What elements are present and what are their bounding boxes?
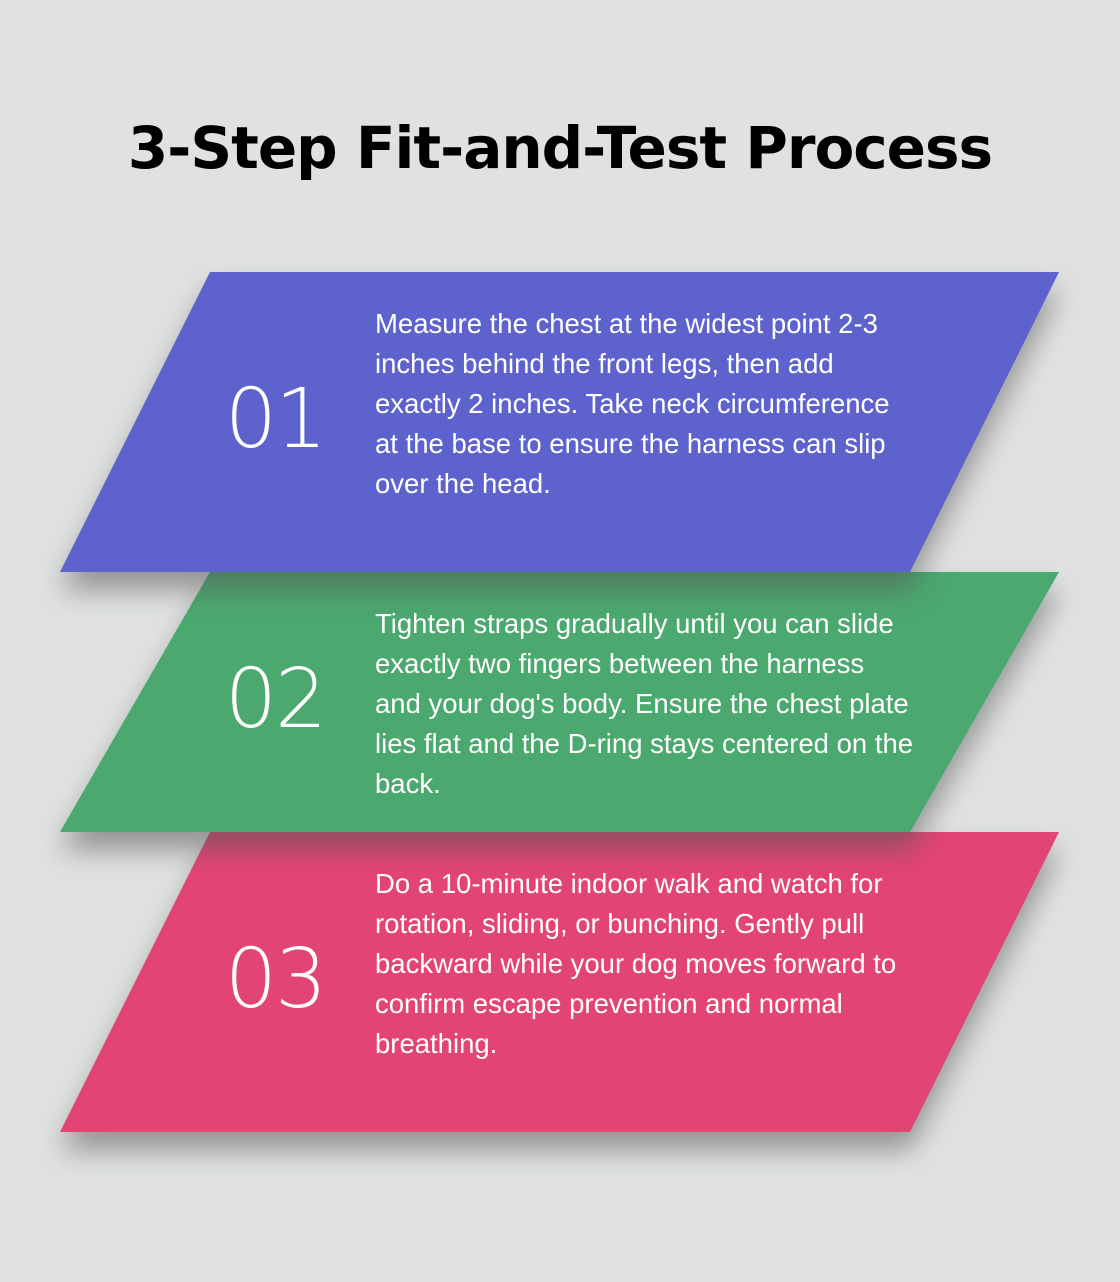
step-2-parallelogram — [60, 572, 1059, 832]
step-3-parallelogram — [60, 832, 1059, 1132]
step-card-2: 02 Tighten straps gradually until you ca… — [0, 572, 1120, 850]
step-3-description: Do a 10-minute indoor walk and watch for… — [375, 868, 897, 1059]
step-card-1: 01 Measure the chest at the widest point… — [0, 272, 1120, 590]
step-2-description: Tighten straps gradually until you can s… — [375, 608, 914, 799]
step-2-number: 02 — [224, 652, 327, 747]
step-card-3: 03 Do a 10-minute indoor walk and watch … — [0, 832, 1120, 1150]
step-3-number: 03 — [224, 932, 327, 1027]
step-1-number: 01 — [224, 372, 327, 467]
step-1-parallelogram — [60, 272, 1059, 572]
step-1-description: Measure the chest at the widest point 2-… — [375, 308, 890, 499]
page-title: 3-Step Fit-and-Test Process — [127, 114, 993, 182]
